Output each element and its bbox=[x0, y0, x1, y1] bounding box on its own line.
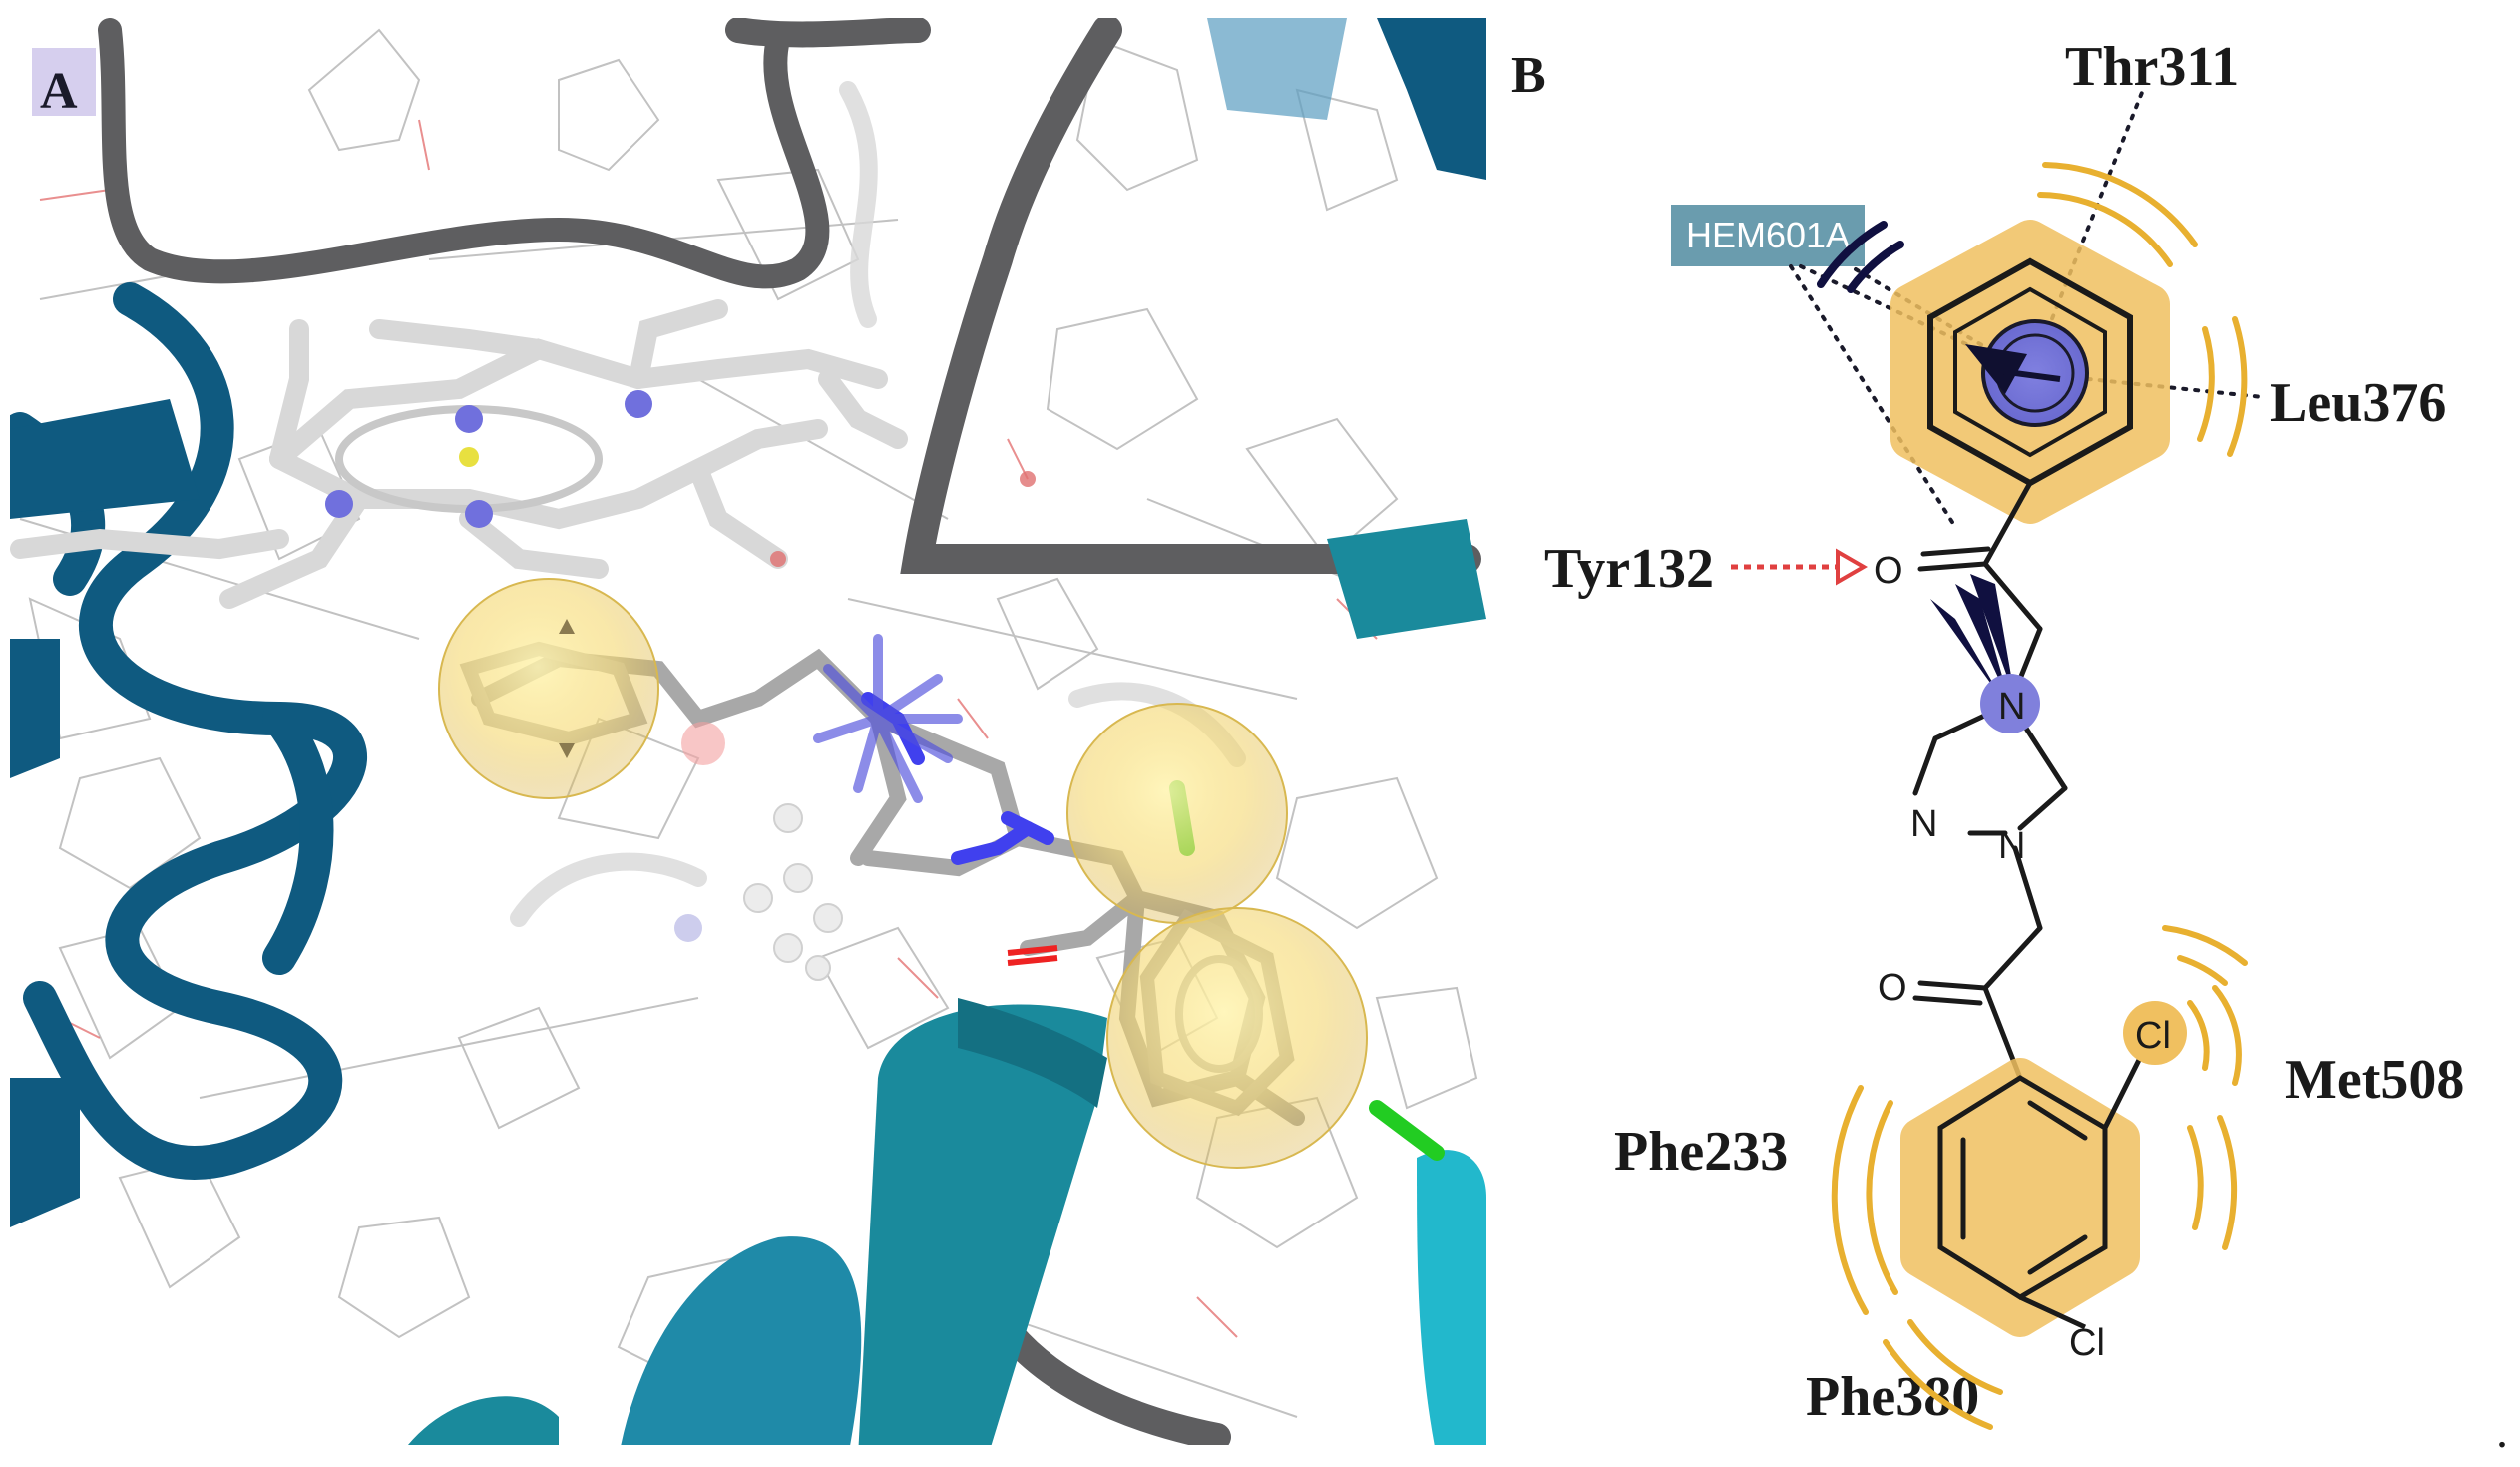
cl-ortho-bubble bbox=[2123, 1001, 2187, 1065]
hydrophobic-arcs-top bbox=[2037, 162, 2248, 457]
atom-o-top: O bbox=[1874, 550, 1903, 592]
residue-leu376: Leu376 bbox=[2270, 372, 2446, 434]
panel-a-label-box bbox=[32, 48, 96, 116]
blurred-nitrogen bbox=[674, 914, 702, 942]
ionizable-burst bbox=[813, 634, 963, 803]
panel-a-3d-view: A bbox=[10, 18, 1486, 1445]
atom-n-top: N bbox=[1998, 686, 2025, 728]
residue-phe233: Phe233 bbox=[1614, 1121, 1788, 1183]
ionic-wedge bbox=[1930, 574, 2015, 704]
panel-b-label: B bbox=[1511, 47, 1546, 104]
residue-tyr132: Tyr132 bbox=[1544, 538, 1714, 600]
hbond-acceptor-sphere bbox=[681, 722, 725, 765]
pi-stacking-arcs bbox=[1817, 221, 1904, 293]
pi-arrow-head bbox=[1965, 344, 2027, 394]
ligand-carbonyl-o bbox=[1007, 945, 1058, 966]
hbond-arrow bbox=[1731, 548, 1869, 586]
panel-b-2d-diagram: B Thr311 Leu376 Tyr132 Met508 Phe233 Phe… bbox=[1511, 36, 2464, 1430]
hydrophobic-spheres bbox=[438, 578, 1368, 1169]
bond-cl-ortho bbox=[2102, 1046, 2148, 1130]
ring-top-inner bbox=[1953, 286, 2107, 458]
ball-stick-fragment bbox=[743, 803, 843, 981]
charged-nitrogen-bubble bbox=[1980, 674, 2040, 734]
heme-label-box bbox=[1671, 205, 1865, 266]
heme-nitrogens bbox=[325, 390, 652, 528]
heme-group bbox=[10, 299, 908, 609]
helix-left-ends bbox=[10, 399, 200, 1227]
molecule-bonds bbox=[1912, 480, 2068, 1081]
residue-thr311: Thr311 bbox=[2065, 36, 2239, 98]
atom-n-right: N bbox=[1998, 825, 2025, 867]
ring-bottom-double-bonds bbox=[1960, 1100, 2088, 1275]
heme-carbonyls bbox=[770, 471, 1036, 567]
sphere-direction-markers bbox=[559, 619, 575, 758]
helix-right-top bbox=[1207, 18, 1486, 639]
heme-label: HEM601A bbox=[1686, 215, 1850, 255]
panel-a-label: A bbox=[40, 63, 78, 120]
atom-o-bottom: O bbox=[1878, 967, 1907, 1009]
residue-phe380: Phe380 bbox=[1806, 1366, 1979, 1428]
heme-iron bbox=[459, 447, 479, 467]
atom-cl-ortho: Cl bbox=[2135, 1015, 2171, 1057]
atom-cl-para: Cl bbox=[2069, 1322, 2105, 1364]
trailing-period: . bbox=[2496, 1405, 2508, 1458]
hydrophobic-arcs-bottom bbox=[1831, 925, 2248, 1430]
pi-arrow-line bbox=[1999, 368, 2061, 382]
bond-cl-para bbox=[2018, 1294, 2087, 1330]
helix-bottom bbox=[408, 998, 1486, 1445]
ring-bottom-halo bbox=[1900, 1058, 2140, 1337]
atom-n-left: N bbox=[1910, 803, 1937, 845]
residue-met508: Met508 bbox=[2285, 1049, 2464, 1111]
